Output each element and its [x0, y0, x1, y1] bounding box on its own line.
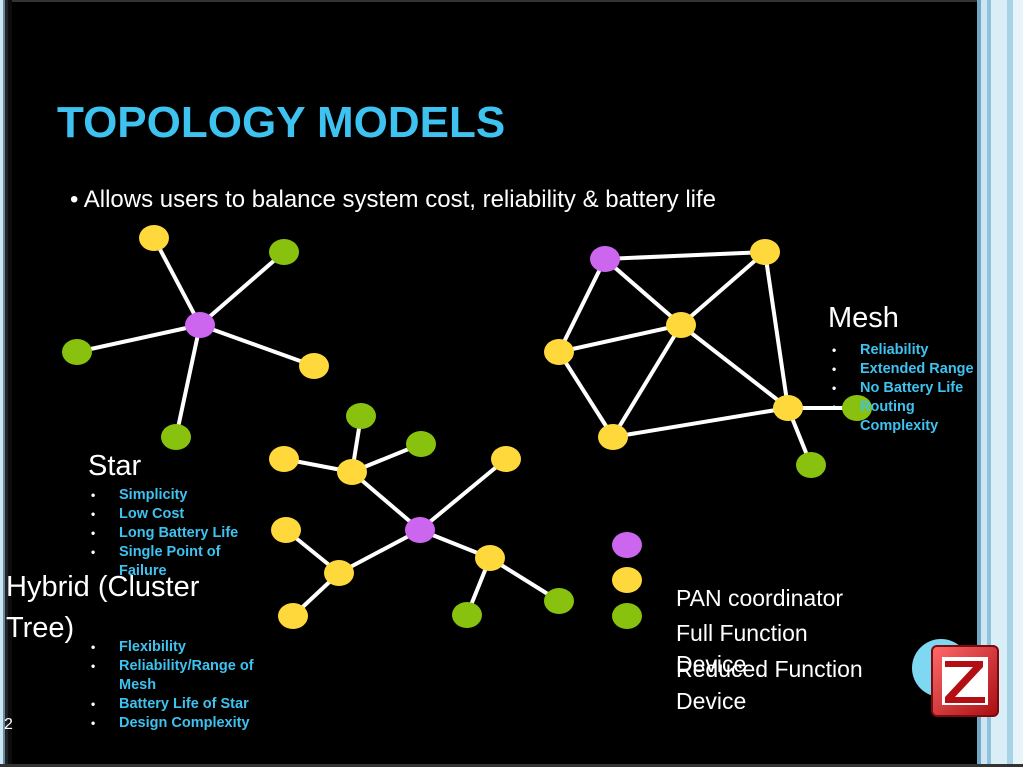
hybrid-feature-item: Flexibility	[87, 638, 284, 657]
zigbee-logo-icon	[931, 645, 999, 717]
star-feature-item: Single Point of Failure	[87, 543, 254, 581]
legend-rfd-swatch	[612, 603, 642, 629]
star-rfd-node	[161, 424, 191, 450]
star-feature-item: Simplicity	[87, 486, 254, 505]
legend-pan-swatch	[612, 532, 642, 558]
legend-rfd-label-line1: Reduced Function	[676, 656, 863, 682]
star-feature-item: Long Battery Life	[87, 524, 254, 543]
legend-ffd-label-line1: Full Function	[676, 620, 808, 646]
mesh-ffd-node	[666, 312, 696, 338]
star-feature-item: Low Cost	[87, 505, 254, 524]
hybrid-ffd-node	[278, 603, 308, 629]
slide-border-bottom	[0, 764, 1023, 767]
slide-border-right	[977, 0, 1023, 767]
hybrid-heading-line1: Hybrid (Cluster	[6, 571, 200, 603]
star-rfd-node	[62, 339, 92, 365]
mesh-feature-item: Reliability	[828, 341, 974, 360]
star-ffd-node	[299, 353, 329, 379]
hybrid-ffd-node	[337, 459, 367, 485]
hybrid-ffd-node	[475, 545, 505, 571]
mesh-feature-item: Routing Complexity	[828, 398, 970, 436]
star-ffd-node	[139, 225, 169, 251]
legend-rfd-label-line2: Device	[676, 688, 747, 714]
star-network	[62, 225, 329, 450]
mesh-rfd-node	[796, 452, 826, 478]
mesh-heading: Mesh	[828, 302, 899, 334]
mesh-ffd-node	[544, 339, 574, 365]
star-heading: Star	[88, 450, 142, 482]
hybrid-feature-list: Flexibility Reliability/Range of Mesh Ba…	[87, 638, 284, 733]
hybrid-rfd-node	[452, 602, 482, 628]
mesh-feature-list: Reliability Extended Range No Battery Li…	[828, 341, 974, 436]
mesh-network	[544, 239, 872, 478]
slide-border-top	[0, 0, 1023, 2]
hybrid-feature-item: Reliability/Range of Mesh	[87, 657, 284, 695]
legend-ffd-label-line2: Device	[676, 651, 747, 677]
hybrid-rfd-node	[544, 588, 574, 614]
slide-border-left	[0, 0, 12, 767]
hybrid-rfd-node	[406, 431, 436, 457]
legend-swatches	[612, 532, 642, 629]
mesh-feature-item: No Battery Life	[828, 379, 974, 398]
mesh-feature-item: Extended Range	[828, 360, 974, 379]
star-feature-list: Simplicity Low Cost Long Battery Life Si…	[87, 486, 254, 581]
star-rfd-node	[269, 239, 299, 265]
slide-title: TOPOLOGY MODELS	[57, 98, 506, 147]
intro-bullet: • Allows users to balance system cost, r…	[70, 186, 716, 213]
hybrid-rfd-node	[346, 403, 376, 429]
mesh-ffd-node	[598, 424, 628, 450]
mesh-ffd-node	[750, 239, 780, 265]
hybrid-ffd-node	[491, 446, 521, 472]
hybrid-pan-coordinator-node	[405, 517, 435, 543]
legend-ffd-swatch	[612, 567, 642, 593]
hybrid-feature-item: Design Complexity	[87, 714, 284, 733]
hybrid-feature-item: Battery Life of Star	[87, 695, 284, 714]
page-number: 2	[4, 716, 13, 733]
hybrid-ffd-node	[271, 517, 301, 543]
legend-pan-label: PAN coordinator	[676, 585, 844, 611]
hybrid-ffd-node	[269, 446, 299, 472]
star-pan-coordinator-node	[185, 312, 215, 338]
hybrid-ffd-node	[324, 560, 354, 586]
hybrid-heading-line2: Tree)	[6, 612, 75, 644]
hybrid-network	[269, 403, 574, 629]
mesh-ffd-node	[773, 395, 803, 421]
mesh-pan-coordinator-node	[590, 246, 620, 272]
